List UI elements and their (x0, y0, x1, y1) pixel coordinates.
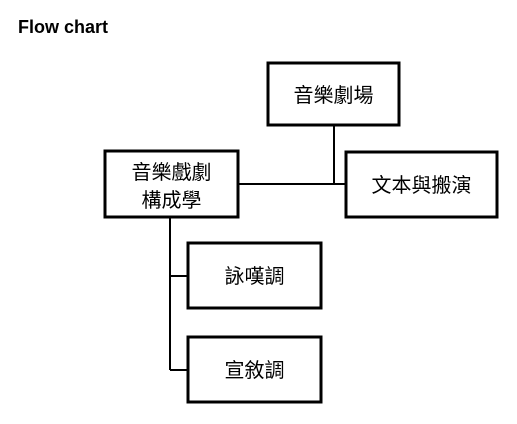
node-composition-label-line2: 構成學 (142, 188, 202, 212)
node-text-staging-box (344, 150, 499, 219)
node-theater: 音樂劇場 (266, 61, 401, 127)
node-composition-box (103, 149, 240, 219)
connectors (169, 125, 346, 371)
diagram-title: Flow chart (18, 17, 109, 37)
node-text-staging: 文本與搬演 (344, 150, 499, 219)
node-text-staging-label: 文本與搬演 (372, 173, 472, 197)
node-recitative-label: 宣敘調 (225, 358, 285, 382)
node-theater-label: 音樂劇場 (294, 83, 374, 107)
node-recitative: 宣敘調 (186, 335, 323, 404)
node-aria-label: 詠嘆調 (225, 264, 285, 288)
node-aria: 詠嘆調 (186, 241, 323, 310)
node-composition-label-line1: 音樂戲劇 (132, 160, 212, 184)
node-theater-box (266, 61, 401, 127)
node-composition: 音樂戲劇 構成學 (103, 149, 240, 219)
node-aria-box (186, 241, 323, 310)
node-recitative-box (186, 335, 323, 404)
